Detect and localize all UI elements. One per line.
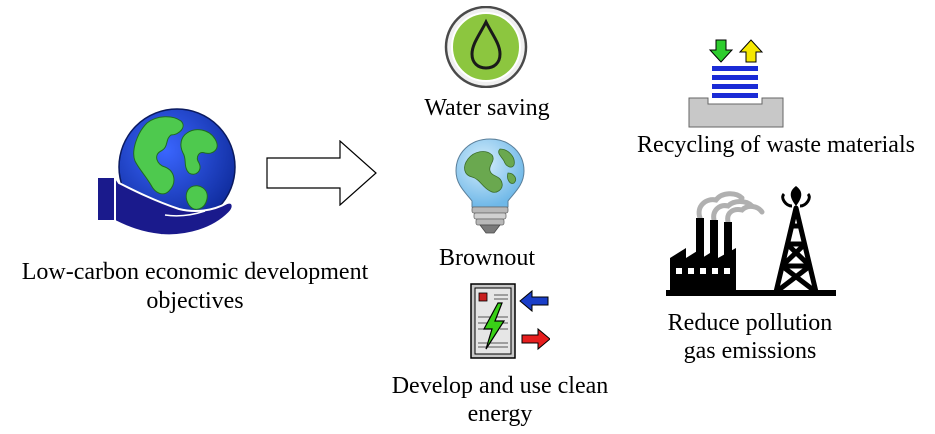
earth-light-bulb-icon [450,137,530,237]
globe-in-hand-icon [95,105,245,240]
factory-oil-rig-icon [666,184,836,298]
clean-energy-cabinet-icon [470,283,550,359]
right-arrow-icon [266,140,378,206]
brownout-label: Brownout [439,245,535,271]
recycling-label: Recycling of waste materials [637,132,915,158]
pollution-label-line2: gas emissions [683,338,817,364]
main-objective-label-line1: Low-carbon economic development [21,259,369,285]
water-drop-icon [442,6,530,88]
main-objective-label-line2: objectives [146,288,244,314]
clean-energy-label-line2: energy [467,401,533,427]
recycling-stack-icon [688,38,784,128]
clean-energy-label-line1: Develop and use clean [391,373,609,399]
water-saving-label: Water saving [424,95,550,121]
pollution-label-line1: Reduce pollution [667,310,833,336]
